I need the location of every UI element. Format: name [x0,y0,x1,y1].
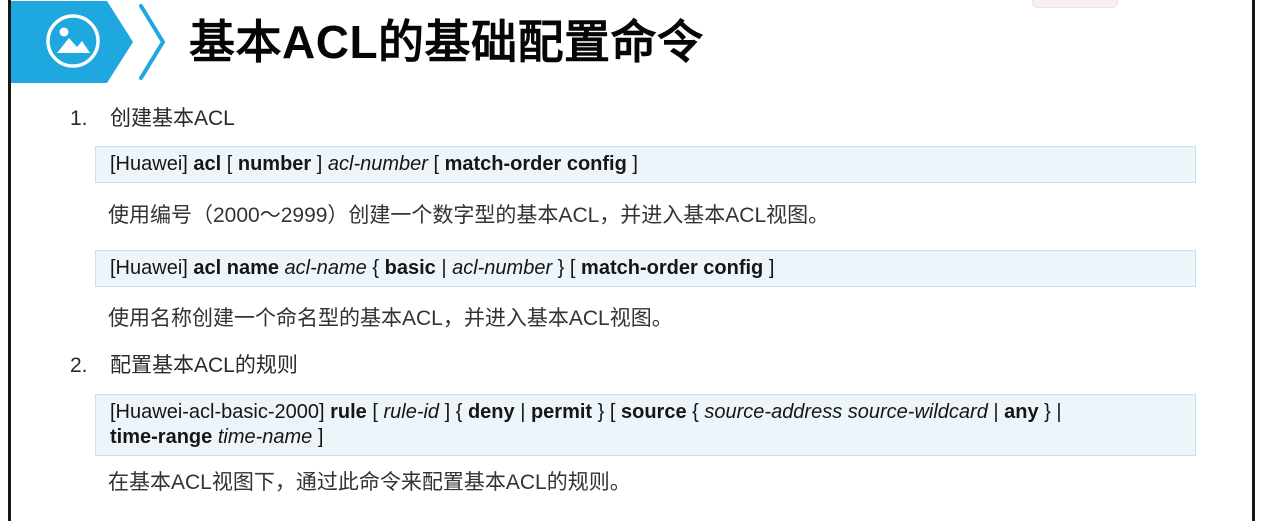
slide-header: 基本ACL的基础配置命令 [11,0,704,84]
command-description: 使用编号（2000～2999）创建一个数字型的基本ACL，并进入基本ACL视图。 [108,204,830,227]
command-box-acl-number: [Huawei] acl [ number ] acl-number [ mat… [95,146,1196,183]
chevron-right-icon [139,4,165,80]
section-number: 1. [70,107,88,130]
command-description: 在基本ACL视图下，通过此命令来配置基本ACL的规则。 [108,471,631,494]
section-number: 2. [70,354,88,377]
header-badge [11,1,165,83]
image-icon [46,14,100,68]
section-2-heading: 2. 配置基本ACL的规则 [70,353,1196,379]
section-heading-label: 创建基本ACL [110,107,235,130]
command-description: 使用名称创建一个命名型的基本ACL，并进入基本ACL视图。 [108,307,673,330]
command-box-rule: [Huawei-acl-basic-2000] rule [ rule-id ]… [95,394,1196,456]
section-1-heading: 1. 创建基本ACL [70,106,1196,132]
slide-frame [8,0,1255,521]
slide-content: 1. 创建基本ACL [Huawei] acl [ number ] acl-n… [70,106,1196,496]
command-box-acl-name: [Huawei] acl name acl-name { basic | acl… [95,250,1196,287]
page-title: 基本ACL的基础配置命令 [189,16,704,68]
cropped-artifact [1032,0,1118,8]
section-heading-label: 配置基本ACL的规则 [110,354,298,377]
